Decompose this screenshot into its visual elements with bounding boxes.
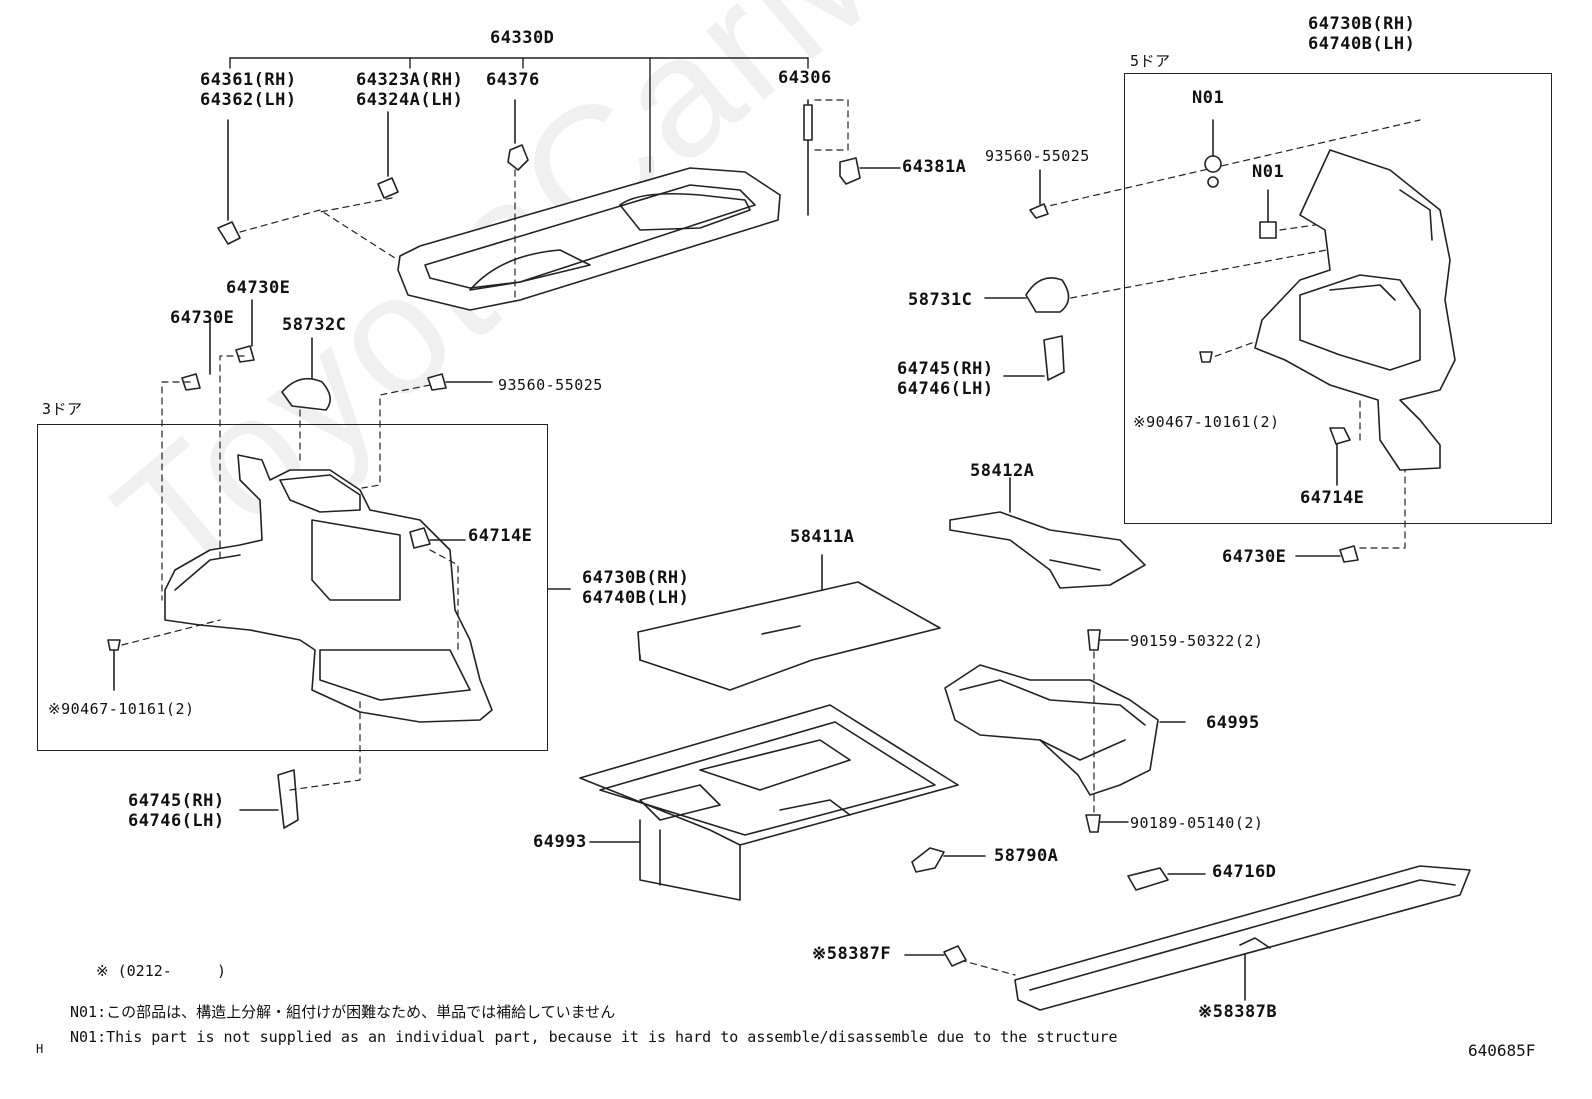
label-58412A: 58412A [970,461,1035,481]
label-90467-left: ※90467-10161(2) [48,700,195,718]
label-58732C: 58732C [282,315,347,335]
label-90467-right: ※90467-10161(2) [1133,413,1280,431]
clip-64361 [217,119,241,245]
screw-64730E-c [1295,545,1359,563]
hook-58790A [911,847,986,873]
n01-note-japanese: N01:この部品は、構造上分解・組付けが困難なため、単品では補給していません [70,1003,616,1021]
label-64745-64746-right: 64745(RH) 64746(LH) [897,359,994,399]
label-64730E-a: 64730E [226,278,291,298]
label-64716D: 64716D [1212,862,1277,882]
label-64381A: 64381A [902,157,967,177]
label-64993: 64993 [533,832,587,852]
three-door-side-trim [164,454,493,723]
label-64330D: 64330D [490,28,555,48]
label-58790A: 58790A [994,846,1059,866]
label-64376: 64376 [486,70,540,90]
label-64745-64746-left: 64745(RH) 64746(LH) [128,791,225,831]
serial-range-note: ※ (0212- ) [96,962,226,980]
dashed-leaders-left [121,355,459,791]
clip-64381A [839,157,901,185]
label-64730E-b: 64730E [170,308,235,328]
label-64730E-c: 64730E [1222,547,1287,567]
label-n01-b: N01 [1252,162,1285,182]
tray-64993 [579,704,959,901]
label-93560-top: 93560-55025 [985,147,1090,165]
label-64361-64362: 64361(RH) 64362(LH) [200,70,297,110]
strut-64306 [803,99,813,216]
scuff-plate-58387B [1014,865,1471,1011]
five-door-fasteners [1199,119,1351,486]
label-93560-mid: 93560-55025 [498,376,603,394]
clip-64716D [1127,867,1206,891]
package-tray-cover [397,167,781,311]
cap-58732C [281,337,331,411]
label-64730B-64740B-mid: 64730B(RH) 64740B(LH) [582,568,690,608]
label-64995: 64995 [1206,713,1260,733]
label-64730B-64740B-top: 64730B(RH) 64740B(LH) [1308,14,1416,54]
five-door-frame [1124,73,1552,524]
three-door-frame [37,424,548,751]
label-58387B: ※58387B [1198,1002,1278,1022]
clip-64323A [377,111,399,199]
label-n01-a: N01 [1192,88,1225,108]
box-64995 [944,664,1186,796]
label-64323A-64324A: 64323A(RH) 64324A(LH) [356,70,464,110]
label-58411A: 58411A [790,527,855,547]
n01-note-english: N01:This part is not supplied as an indi… [70,1028,1118,1046]
three-door-fasteners [107,299,493,691]
label-90159: 90159-50322(2) [1130,632,1264,650]
label-90189: 90189-05140(2) [1130,814,1264,832]
diagram-code: 640685F [1468,1041,1536,1060]
bracket-64330D [229,57,809,173]
label-58731C: 58731C [908,290,973,310]
cover-64745-right [1003,335,1065,381]
clip-64376 [507,99,529,171]
clip-58387F [904,945,967,967]
label-64306: 64306 [778,68,832,88]
three-door-frame-label: 3ドア [42,400,83,418]
screw-93560-top [1029,169,1049,219]
cover-64745-left [239,769,299,829]
five-door-frame-label: 5ドア [1130,52,1171,70]
corner-mark: H [36,1042,44,1056]
label-64714E-left: 64714E [468,526,533,546]
board-58411A [637,554,941,691]
label-64714E-right: 64714E [1300,488,1365,508]
five-door-side-trim [1254,149,1456,471]
cap-58731C [984,277,1070,313]
label-58387F: ※58387F [812,944,892,964]
dashed-leaders-floor [959,651,1095,976]
board-58412A [949,477,1146,589]
fasteners-90159-90189 [1085,629,1129,833]
